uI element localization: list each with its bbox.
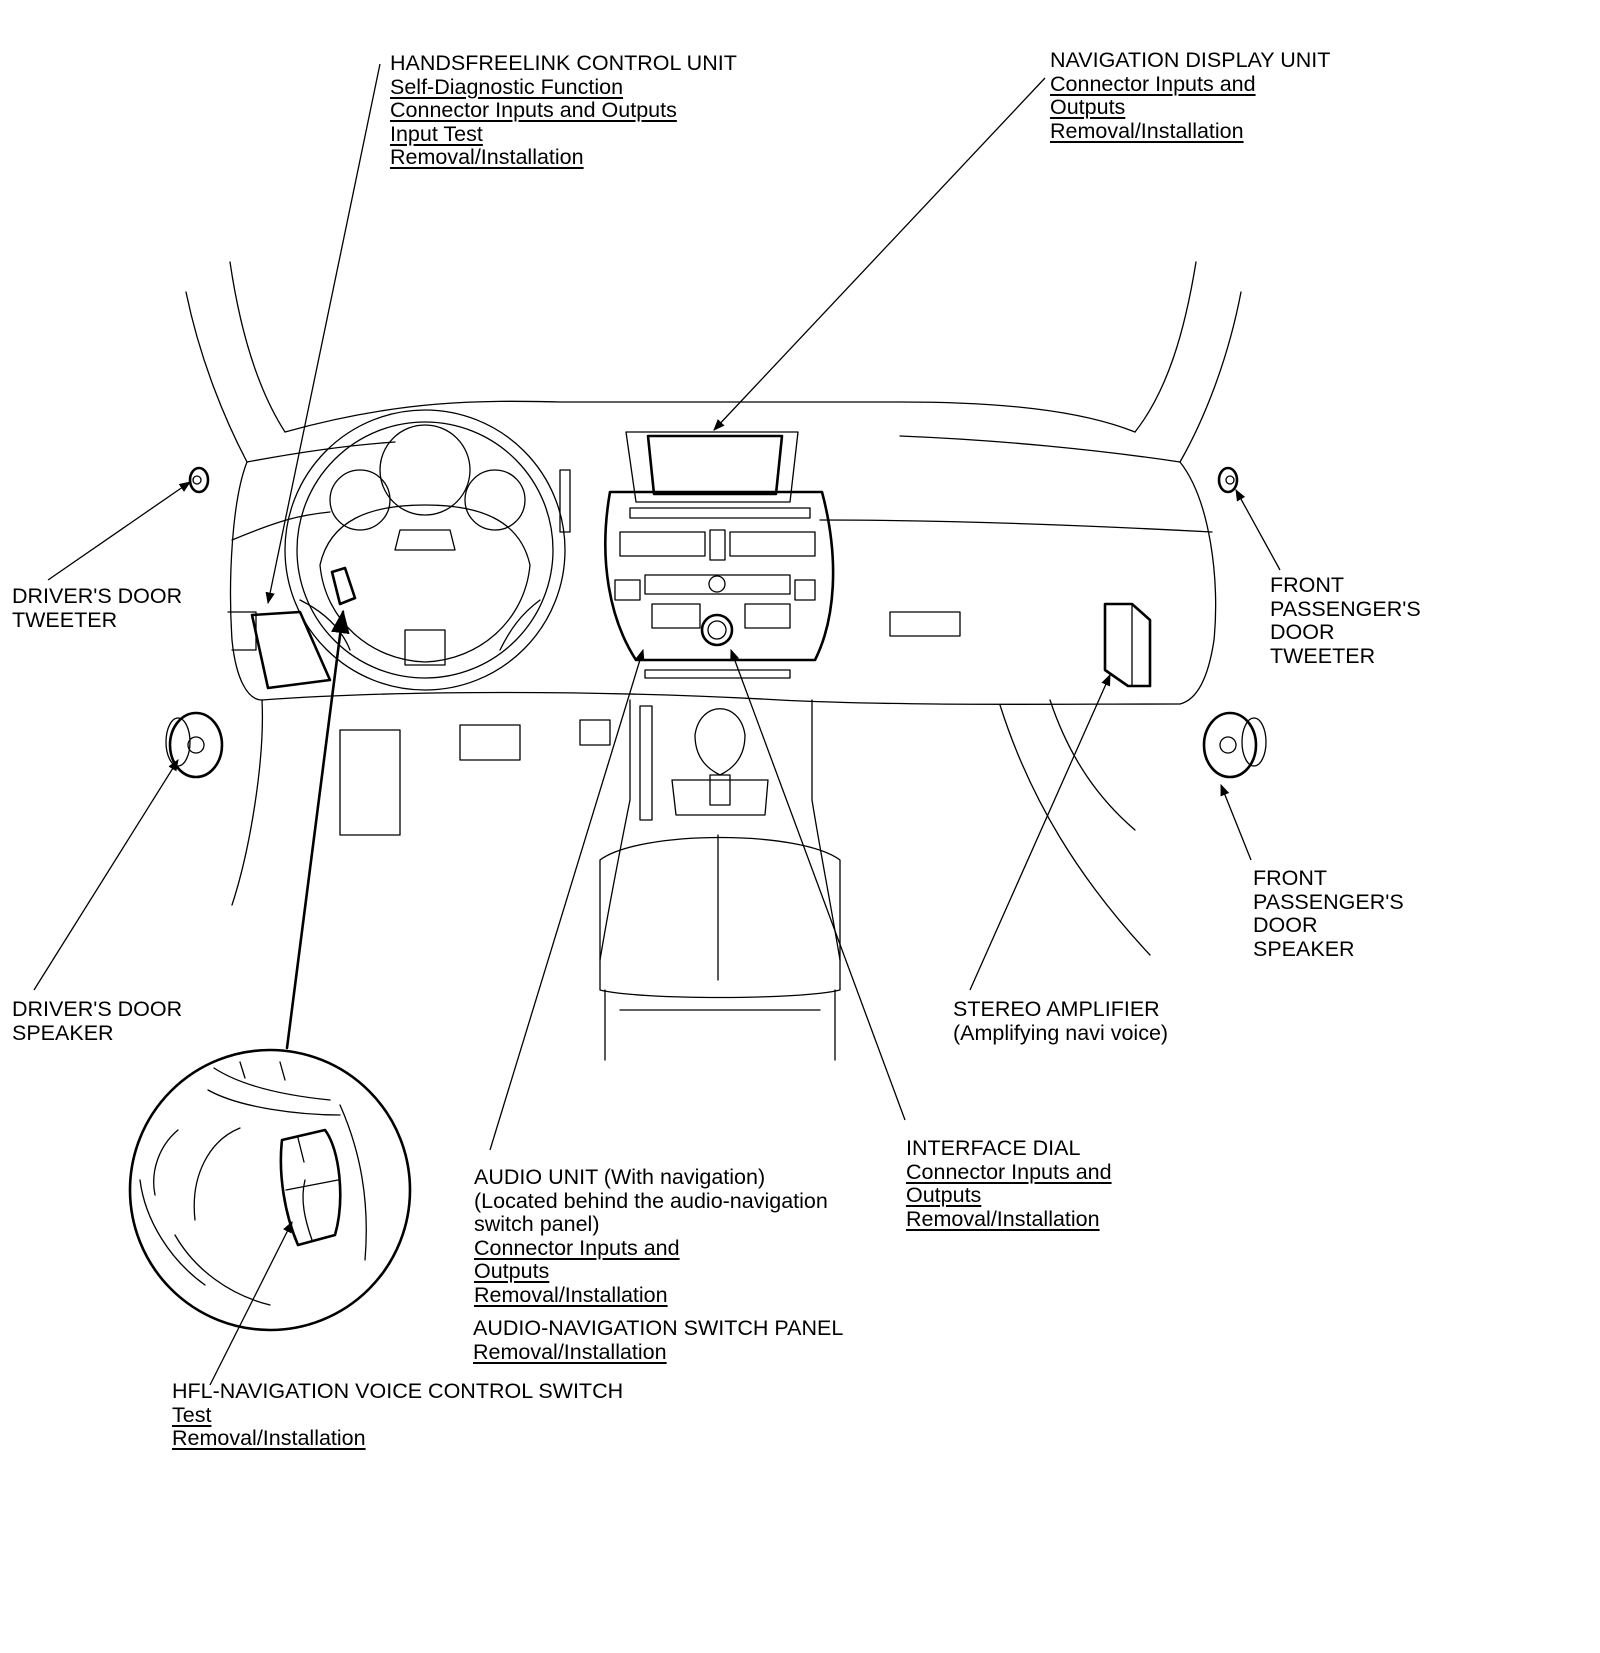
callout-line: DRIVER'S DOOR	[12, 584, 183, 608]
link-removal-installation[interactable]: Removal/Installation	[474, 1282, 668, 1307]
voice-switch-detail	[128, 1048, 412, 1332]
voice-switch-on-wheel	[330, 566, 357, 606]
link-removal-installation[interactable]: Removal/Installation	[1050, 118, 1244, 143]
leader-lines	[33, 63, 1281, 1386]
driver-floor	[231, 699, 611, 906]
drivers-door-speaker-callout: DRIVER'S DOOR SPEAKER	[12, 997, 183, 1045]
link-connector-inputs-and[interactable]: Connector Inputs and	[1050, 71, 1256, 96]
a-pillars	[185, 261, 1242, 463]
drivers-door-tweeter-callout: DRIVER'S DOOR TWEETER	[12, 584, 183, 632]
front-pass-door-speaker-callout: FRONT PASSENGER'S DOOR SPEAKER	[1253, 866, 1404, 961]
callout-line: DOOR	[1270, 620, 1335, 644]
driver-tweeter	[188, 466, 210, 494]
interface-dial-callout: INTERFACE DIAL Connector Inputs and Outp…	[906, 1136, 1112, 1231]
callout-line: (Amplifying navi voice)	[953, 1020, 1169, 1045]
link-removal-installation[interactable]: Removal/Installation	[172, 1426, 366, 1450]
link-outputs[interactable]: Outputs	[1050, 95, 1126, 119]
driver-door-speaker	[165, 711, 224, 779]
link-outputs[interactable]: Outputs	[474, 1259, 550, 1283]
callout-line: TWEETER	[12, 607, 118, 632]
link-connector-inputs-and[interactable]: Connector Inputs and	[906, 1159, 1112, 1184]
callout-line: SPEAKER	[1253, 936, 1355, 961]
stereo-amplifier-box	[1103, 602, 1152, 688]
callout-line: FRONT	[1270, 573, 1345, 597]
callout-line: STEREO AMPLIFIER	[953, 997, 1160, 1021]
callout-line: (Located behind the audio-navigation	[474, 1188, 828, 1213]
callout-line: PASSENGER'S	[1253, 889, 1404, 914]
nav-display-unit-callout: NAVIGATION DISPLAY UNIT Connector Inputs…	[1050, 48, 1331, 143]
callout-line: PASSENGER'S	[1270, 596, 1421, 621]
nav-display-unit-title: NAVIGATION DISPLAY UNIT	[1050, 48, 1331, 72]
interface-dial-title: INTERFACE DIAL	[906, 1136, 1081, 1160]
audio-nav-switch-panel-callout: AUDIO-NAVIGATION SWITCH PANEL Removal/In…	[473, 1316, 844, 1364]
link-connector-inputs-outputs[interactable]: Connector Inputs and Outputs	[390, 98, 677, 122]
link-removal-installation[interactable]: Removal/Installation	[906, 1206, 1100, 1231]
callout-line: DRIVER'S DOOR	[12, 997, 183, 1021]
link-connector-inputs-and[interactable]: Connector Inputs and	[474, 1235, 680, 1260]
link-self-diagnostic-function[interactable]: Self-Diagnostic Function	[390, 74, 624, 99]
stereo-amplifier-callout: STEREO AMPLIFIER (Amplifying navi voice)	[953, 997, 1169, 1045]
callout-line: AUDIO UNIT (With navigation)	[474, 1165, 766, 1189]
callout-line: DOOR	[1253, 913, 1318, 937]
front-pass-door-tweeter-callout: FRONT PASSENGER'S DOOR TWEETER	[1270, 573, 1421, 668]
center-console	[599, 699, 841, 1061]
audio-nav-switch-panel-title: AUDIO-NAVIGATION SWITCH PANEL	[473, 1316, 844, 1340]
center-stack	[604, 490, 835, 679]
link-removal-installation[interactable]: Removal/Installation	[473, 1339, 667, 1364]
hfl-control-unit-box	[250, 610, 332, 690]
passenger-tweeter	[1217, 466, 1239, 494]
hfl-nav-voice-switch-callout: HFL-NAVIGATION VOICE CONTROL SWITCH Test…	[172, 1379, 624, 1451]
link-input-test[interactable]: Input Test	[390, 121, 483, 146]
hfl-control-unit-title: HANDSFREELINK CONTROL UNIT	[390, 51, 737, 75]
callout-line: SPEAKER	[12, 1020, 114, 1045]
dashboard-body	[227, 435, 1217, 956]
link-removal-installation[interactable]: Removal/Installation	[390, 145, 584, 169]
link-test[interactable]: Test	[172, 1402, 212, 1427]
steering-wheel	[284, 409, 571, 691]
navigation-display	[625, 431, 799, 503]
passenger-door-speaker	[1202, 711, 1267, 779]
callout-line: FRONT	[1253, 866, 1328, 890]
callout-line: TWEETER	[1270, 643, 1376, 668]
hfl-nav-voice-switch-title: HFL-NAVIGATION VOICE CONTROL SWITCH	[172, 1379, 624, 1403]
audio-unit-callout: AUDIO UNIT (With navigation) (Located be…	[474, 1165, 828, 1307]
callout-line: switch panel)	[474, 1212, 600, 1236]
hfl-control-unit-callout: HANDSFREELINK CONTROL UNIT Self-Diagnost…	[390, 51, 737, 170]
link-outputs[interactable]: Outputs	[906, 1183, 982, 1207]
